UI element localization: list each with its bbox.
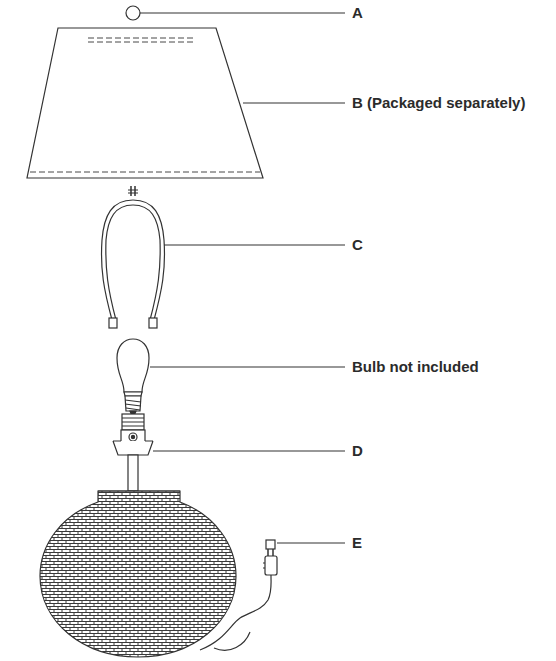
shade-stitching xyxy=(30,172,260,173)
leader-line xyxy=(153,450,345,451)
note-label: Bulb not included xyxy=(352,358,479,376)
part-label: E xyxy=(352,534,362,552)
power-cord xyxy=(200,540,277,650)
part-label: A xyxy=(352,4,363,22)
part-label: B (Packaged separately) xyxy=(352,94,525,112)
finial xyxy=(126,6,140,20)
leader-line xyxy=(243,102,345,103)
lamp-socket xyxy=(113,414,153,491)
part-label: D xyxy=(352,442,363,460)
part-label: C xyxy=(352,236,363,254)
leader-line xyxy=(140,12,345,13)
lamp-base xyxy=(40,491,236,657)
leader-line xyxy=(277,542,345,543)
harp xyxy=(101,186,164,328)
light-bulb xyxy=(117,339,149,416)
lampshade xyxy=(27,28,263,178)
shade-stitching xyxy=(88,38,196,42)
leader-line xyxy=(164,244,345,245)
leader-line xyxy=(150,366,345,367)
